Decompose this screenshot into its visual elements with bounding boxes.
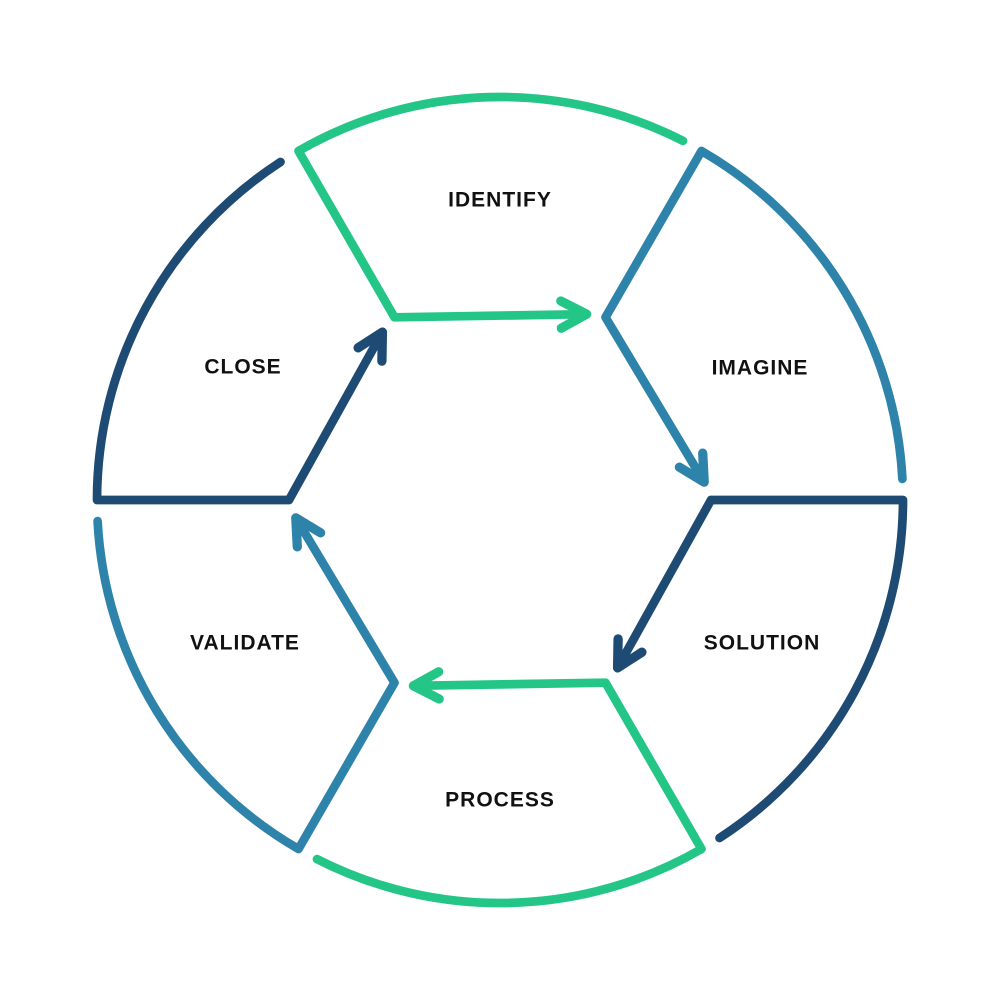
segment-identify-outline	[294, 92, 688, 322]
segment-validate-arrowhead-icon	[291, 513, 326, 552]
segment-shapes	[92, 92, 908, 908]
segment-identify-arrowhead-icon	[556, 296, 592, 333]
step-label-imagine: IMAGINE	[712, 357, 809, 380]
segment-close-outline	[92, 157, 387, 505]
step-label-solution: SOLUTION	[704, 632, 821, 655]
segment-solution-arrowhead-icon	[612, 634, 647, 673]
step-label-close: CLOSE	[204, 356, 281, 379]
segment-close-arrowhead-icon	[353, 327, 388, 366]
step-label-process: PROCESS	[445, 789, 555, 812]
segment-process-outline	[312, 678, 706, 908]
segment-imagine-arrowhead-icon	[674, 448, 709, 487]
segment-imagine-outline	[601, 146, 907, 487]
step-labels: IDENTIFY IMAGINE SOLUTION PROCESS VALIDA…	[190, 189, 821, 812]
step-label-identify: IDENTIFY	[448, 189, 552, 212]
segment-validate-outline	[93, 513, 399, 854]
segment-process-arrowhead-icon	[408, 667, 444, 704]
segment-solution-outline	[613, 495, 908, 843]
step-label-validate: VALIDATE	[190, 632, 300, 655]
